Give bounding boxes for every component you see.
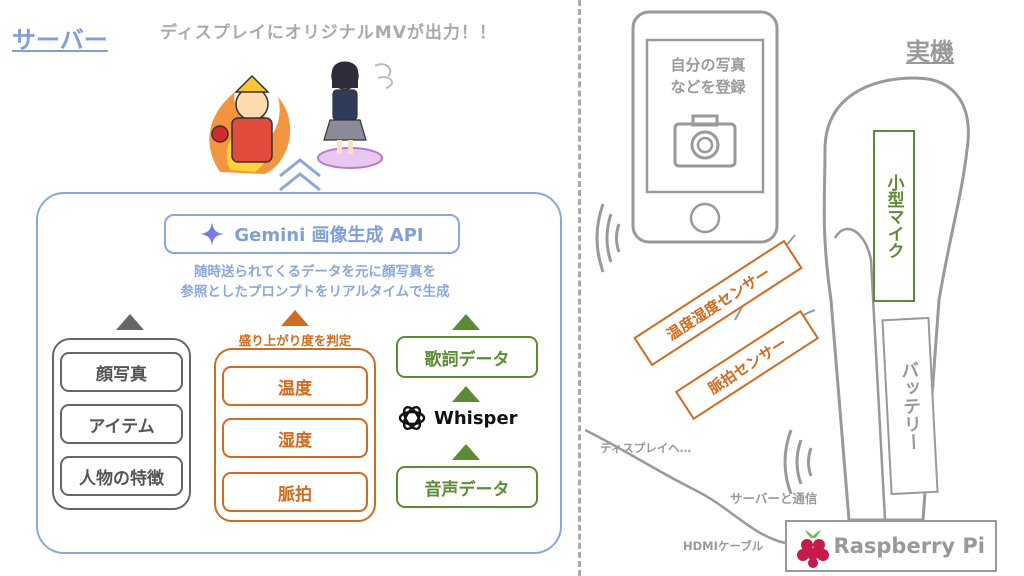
to-display-label: ディスプレイへ… bbox=[600, 441, 692, 455]
excitement-judge-label: 盛り上がり度を判定 bbox=[238, 333, 352, 348]
camera-icon bbox=[673, 114, 737, 168]
up-arrow-green-icon bbox=[452, 314, 480, 330]
up-chevron-icon bbox=[279, 158, 321, 192]
phone-screen-text: 自分の写真 などを登録 bbox=[656, 54, 760, 98]
phone-text-line2: などを登録 bbox=[670, 78, 746, 96]
up-arrow-green-icon bbox=[452, 386, 480, 402]
mv-illustration bbox=[209, 61, 393, 174]
sensor-item-temperature: 温度 bbox=[222, 366, 368, 406]
server-title: サーバー bbox=[12, 26, 108, 54]
sensor-group bbox=[214, 348, 376, 522]
gemini-api-box: Gemini 画像生成 API bbox=[164, 214, 460, 254]
hdmi-cable-label: HDMIケーブル bbox=[683, 539, 764, 553]
profile-group bbox=[52, 338, 191, 510]
raspberry-pi-icon bbox=[797, 530, 829, 568]
whisper-logo: Whisper bbox=[396, 402, 518, 434]
battery-label: バッテリー bbox=[881, 316, 939, 496]
gemini-description: 随時送られてくるデータを元に顔写真を 参照としたプロンプトをリアルタイムで生成 bbox=[120, 262, 510, 302]
dancer-illustration bbox=[317, 61, 393, 169]
mic-label: 小型マイク bbox=[873, 130, 915, 302]
profile-item-item: アイテム bbox=[60, 404, 183, 444]
up-arrow-green-icon bbox=[452, 444, 480, 460]
server-comm-label: サーバーと通信 bbox=[730, 491, 818, 506]
phone-text-line1: 自分の写真 bbox=[670, 56, 746, 74]
openai-logo-icon bbox=[398, 405, 426, 431]
gemini-desc-line1: 随時送られてくるデータを元に顔写真を bbox=[194, 264, 436, 280]
gemini-desc-line2: 参照としたプロンプトをリアルタイムで生成 bbox=[180, 284, 450, 300]
up-arrow-orange-icon bbox=[281, 310, 309, 326]
whisper-label: Whisper bbox=[434, 407, 518, 429]
raspberry-pi-label: Raspberry Pi bbox=[833, 534, 985, 558]
profile-item-traits: 人物の特徴 bbox=[60, 456, 183, 496]
up-arrow-gray-icon bbox=[116, 314, 144, 330]
gemini-sparkle-icon bbox=[200, 222, 225, 246]
device-title: 実機 bbox=[906, 38, 954, 66]
sensor-item-humidity: 湿度 bbox=[222, 418, 368, 458]
server-container bbox=[36, 192, 562, 554]
profile-item-photo: 顔写真 bbox=[60, 352, 183, 392]
raspberry-pi-box: Raspberry Pi bbox=[785, 520, 997, 572]
section-divider bbox=[578, 0, 581, 576]
sensor-item-pulse: 脈拍 bbox=[222, 472, 368, 512]
headline: ディスプレイにオリジナルMVが出力！！ bbox=[160, 23, 497, 43]
audio-data-box: 音声データ bbox=[396, 466, 538, 508]
lyrics-data-box: 歌詞データ bbox=[396, 336, 538, 378]
gemini-label: Gemini 画像生成 API bbox=[234, 225, 424, 246]
fire-singer-illustration bbox=[209, 74, 291, 174]
